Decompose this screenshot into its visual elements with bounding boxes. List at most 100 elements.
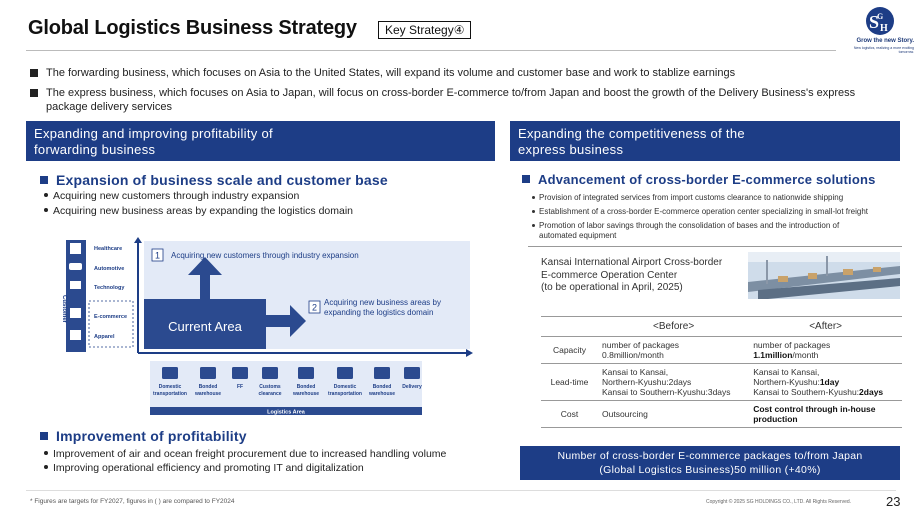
industry-label: Healthcare	[94, 246, 122, 252]
bullet-text: Improving operational efficiency and pro…	[53, 462, 364, 474]
bullet-text-continued: automated equipment	[539, 231, 617, 240]
cell-highlight: 1.1million	[753, 350, 793, 360]
warehouse-icon	[374, 367, 390, 379]
table-row: Lead-time Kansai to Kansai, Northern-Kyu…	[541, 363, 902, 401]
intro-text: The express business, which focuses on A…	[46, 87, 856, 113]
ecommerce-bullet: Promotion of labor savings through the c…	[528, 221, 898, 241]
service-label: Customs	[259, 384, 281, 390]
cell-line: Northern-Kyushu:1day	[753, 377, 898, 387]
cell-line: 1.1million/month	[753, 350, 898, 360]
banner-line: Expanding the competitiveness of the	[518, 126, 745, 141]
cell-text: Kansai to Southern-Kyushu:	[753, 387, 860, 397]
cell-line: Kansai to Southern-Kyushu:2days	[753, 387, 898, 397]
operation-center-photo	[748, 252, 900, 299]
service-label: warehouse	[292, 391, 319, 397]
dot-bullet-icon	[532, 196, 535, 199]
cell-text: Northern-Kyushu:	[753, 377, 820, 387]
result-line: (Global Logistics Business)50 million (+…	[599, 464, 821, 476]
dot-bullet-icon	[532, 224, 535, 227]
page-number: 23	[886, 494, 901, 509]
footer-divider	[26, 490, 896, 491]
square-bullet-icon	[40, 432, 48, 440]
step1-number-box	[151, 248, 164, 262]
ecommerce-heading: Advancement of cross-border E-commerce s…	[522, 172, 876, 187]
expansion-diagram: Customer Healthcare Automotive Technolog…	[61, 237, 473, 416]
cell-line: Northern-Kyushu:2days	[602, 377, 692, 387]
truck-icon	[162, 367, 178, 379]
profit-bullet: Improvement of air and ocean freight pro…	[40, 447, 446, 461]
service-label: warehouse	[368, 391, 395, 397]
industry-label: Automotive	[94, 266, 124, 272]
cell-line: number of packages	[602, 340, 680, 350]
dot-bullet-icon	[44, 193, 48, 197]
banner-line: forwarding business	[34, 142, 156, 157]
service-label: Domestic	[159, 384, 182, 390]
cell-line: number of packages	[753, 340, 831, 350]
service-label: Delivery	[402, 384, 422, 390]
cell-text: /month	[792, 350, 819, 360]
result-line: Number of cross-border E-commerce packag…	[557, 450, 863, 462]
square-bullet-icon	[522, 175, 530, 183]
step2-text: Acquiring new business areas by	[324, 298, 441, 307]
service-label: Domestic	[334, 384, 357, 390]
bullet-text: Provision of integrated services from im…	[539, 193, 844, 202]
scale-bullet: Acquiring new business areas by expandin…	[40, 204, 353, 218]
customer-axis-label: Customer	[61, 295, 67, 324]
up-arrow-icon	[188, 257, 222, 299]
delivery-truck-icon	[404, 367, 420, 379]
sg-logo-icon: S H G	[866, 7, 894, 35]
after-cell: number of packages 1.1million/month	[749, 336, 902, 364]
cell-highlight: 1day	[819, 377, 840, 387]
bullet-text: Acquiring new customers through industry…	[53, 190, 300, 202]
logo-tagline: Grow the new Story.	[856, 38, 914, 44]
table-header-row: <Before> <After>	[541, 316, 902, 337]
cell-line: 0.8million/month	[602, 350, 664, 360]
page-title: Global Logistics Business Strategy	[28, 17, 357, 39]
service-label: Bonded	[297, 384, 316, 390]
current-area-label: Current Area	[168, 319, 242, 334]
bullet-text: Establishment of a cross-border E-commer…	[539, 207, 869, 216]
ecommerce-bullet: Establishment of a cross-border E-commer…	[528, 207, 868, 217]
logistics-area-label: Logistics Area	[267, 410, 306, 416]
service-label: transportation	[328, 391, 362, 397]
before-cell: Kansai to Kansai, Northern-Kyushu:2days …	[598, 363, 750, 401]
banner-line: Expanding and improving profitability of	[34, 126, 273, 141]
service-label: Bonded	[199, 384, 218, 390]
header-divider	[26, 50, 836, 51]
bullet-text: Improvement of air and ocean freight pro…	[53, 448, 447, 460]
step2-number-box	[308, 300, 321, 314]
after-cell: Cost control through in-house production	[749, 400, 902, 428]
industry-label: E-commerce	[94, 314, 127, 320]
step1-number: 1	[155, 251, 160, 261]
svg-text:H: H	[880, 23, 888, 34]
scale-bullet: Acquiring new customers through industry…	[40, 189, 299, 203]
intro-bullet: The forwarding business, which focuses o…	[30, 66, 890, 80]
square-bullet-icon	[30, 89, 38, 97]
banner-line: express business	[518, 142, 624, 157]
bullet-text: Promotion of labor savings through the c…	[539, 221, 840, 230]
service-label: warehouse	[194, 391, 221, 397]
axis-arrow-icon	[466, 349, 473, 357]
row-label: Cost	[541, 400, 598, 428]
customs-icon	[262, 367, 278, 379]
before-header: <Before>	[598, 316, 750, 337]
right-arrow-icon	[266, 305, 306, 337]
company-logo: S H G Grow the new Story. New logistics,…	[844, 6, 914, 58]
ecommerce-bullet: Provision of integrated services from im…	[528, 193, 843, 203]
service-label: FF	[237, 384, 243, 390]
after-cell: Kansai to Kansai, Northern-Kyushu:1day K…	[749, 363, 902, 401]
dot-bullet-icon	[532, 210, 535, 213]
cell-line: production	[753, 414, 798, 424]
healthcare-icon	[70, 243, 81, 254]
scale-heading: Expansion of business scale and customer…	[40, 172, 388, 188]
after-header: <After>	[749, 316, 902, 337]
dot-bullet-icon	[44, 208, 48, 212]
step2-text: expanding the logistics domain	[324, 308, 433, 317]
cell-line: Cost control through in-house	[753, 404, 876, 414]
ecommerce-heading-text: Advancement of cross-border E-commerce s…	[538, 172, 876, 187]
profit-heading-text: Improvement of profitability	[56, 428, 247, 444]
svg-text:G: G	[877, 12, 883, 21]
step1-text: Acquiring new customers through industry…	[171, 251, 359, 260]
before-cell: Outsourcing	[598, 400, 750, 428]
row-label: Capacity	[541, 336, 598, 364]
